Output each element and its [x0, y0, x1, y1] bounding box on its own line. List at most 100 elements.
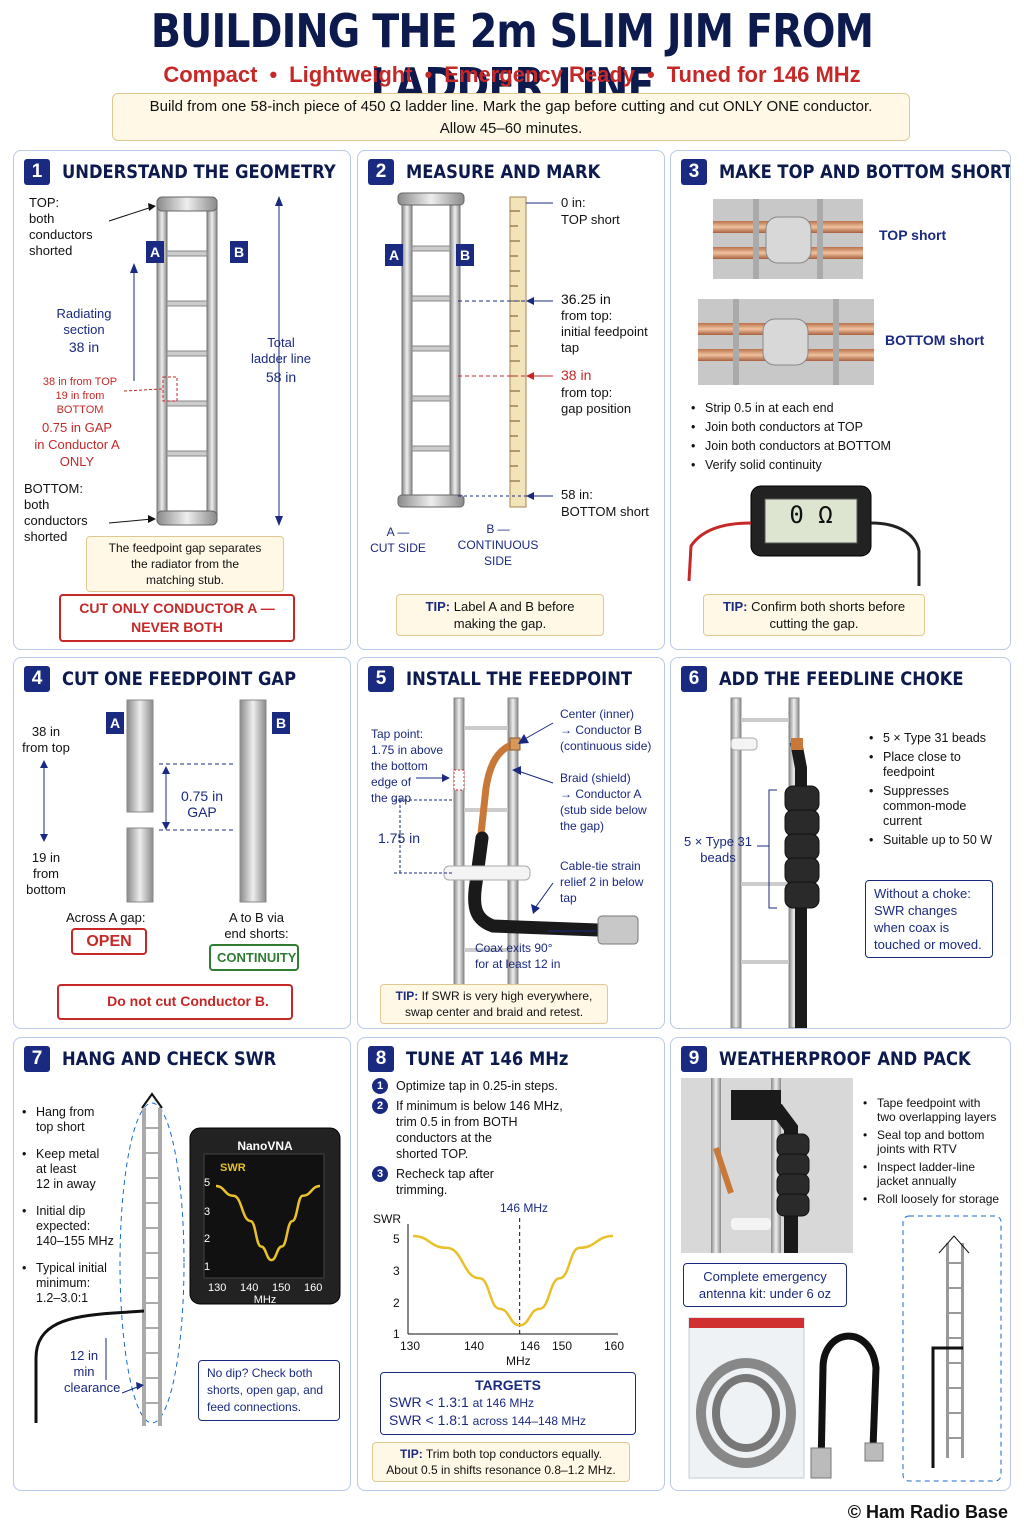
- vna-swr-label: SWR: [220, 1162, 246, 1174]
- vna-xaxis-label: MHz: [253, 1294, 277, 1306]
- panel-title: UNDERSTAND THE GEOMETRY: [62, 161, 336, 183]
- step-number: 8: [368, 1046, 394, 1072]
- radiating-label: Radiating section: [56, 306, 112, 337]
- panel-title: TUNE AT 146 MHz: [406, 1048, 569, 1070]
- center-note: Center (inner) → Conductor B (continuous…: [560, 707, 652, 753]
- conductor-b-label: B: [272, 712, 290, 734]
- vna-ytick: 2: [204, 1233, 211, 1245]
- total-length: 58 in: [265, 369, 297, 385]
- chart-xtick: 160: [604, 1339, 625, 1353]
- gap-label: 0.75 in GAP in Conductor A ONLY: [34, 420, 120, 469]
- step-number: 4: [24, 666, 50, 692]
- conductor-b-label: B: [456, 244, 474, 266]
- mark-1-label: 36.25 in: [561, 291, 611, 307]
- conductor-a-label: A: [106, 712, 124, 734]
- panel-title: MAKE TOP AND BOTTOM SHORTS: [719, 161, 1011, 183]
- swr-check-steps: Hang from top shortKeep metal at least 1…: [22, 1090, 114, 1325]
- via-shorts-label: A to B via end shorts:: [224, 910, 289, 941]
- marker-146-label: 146 MHz: [500, 1201, 549, 1215]
- mark-3-label: 58 in:: [561, 487, 593, 502]
- swr-check-diagram: [34, 1092, 341, 1426]
- vna-xtick: 160: [304, 1282, 323, 1294]
- copyright: © Ham Radio Base: [847, 1502, 1008, 1522]
- chart-ytick: 1: [393, 1327, 400, 1341]
- choke-diagram: [730, 697, 820, 1028]
- page-title: BUILDING THE 2m SLIM JIM FROM LADDER LIN…: [150, 4, 874, 112]
- mark-1-desc: from top: initial feedpoint tap: [561, 308, 648, 355]
- mark-0-desc: TOP short: [561, 212, 620, 227]
- gap-position: 38 in from TOP 19 in from BOTTOM: [42, 376, 118, 416]
- mark-2-desc: from top: gap position: [561, 385, 632, 416]
- coax-exit-note: Coax exits 90° for at least 12 in: [475, 941, 561, 971]
- bottom-label: BOTTOM: both conductors shorted: [24, 481, 88, 544]
- panel-choke: 6 ADD THE FEEDLINE CHOKE 5 × Type 31 bead…: [670, 657, 1011, 1029]
- chart-xtick: 146: [520, 1339, 541, 1353]
- conductor-a-label: A: [146, 241, 164, 263]
- panel-title: WEATHERPROOF AND PACK: [719, 1048, 971, 1070]
- vna-xtick: 140: [240, 1282, 259, 1294]
- vna-ytick: 3: [204, 1206, 211, 1218]
- step-number: 9: [681, 1046, 707, 1072]
- panel-title: ADD THE FEEDLINE CHOKE: [719, 668, 964, 690]
- chart-xtick: 150: [552, 1339, 573, 1353]
- measure-diagram: [397, 192, 553, 508]
- trim-tip: TIP: Trim both top conductors equally. A…: [372, 1442, 630, 1482]
- vna-xtick: 150: [272, 1282, 291, 1294]
- step-number: 6: [681, 666, 707, 692]
- nanovna-label: NanoVNA: [237, 1139, 293, 1153]
- shorts-steps: Strip 0.5 in at each endJoin both conduc…: [691, 401, 891, 477]
- a-cut-side: A — CUT SIDE: [370, 525, 426, 555]
- intro-box: Build from one 58-inch piece of 450 Ω la…: [112, 93, 910, 141]
- step-number: 2: [368, 159, 394, 185]
- panel-title: MEASURE AND MARK: [406, 161, 601, 183]
- conductor-b-label: B: [230, 241, 248, 263]
- chart-ytick: 3: [393, 1264, 400, 1278]
- tune-chart: [407, 1218, 618, 1335]
- weatherproof-steps: Tape feedpoint with two overlapping laye…: [863, 1082, 999, 1224]
- mark-3-desc: BOTTOM short: [561, 504, 649, 519]
- panel-weatherproof: 9 WEATHERPROOF AND PACK Tape feedpoint wi…: [670, 1037, 1011, 1491]
- clearance-label: 12 in min clearance: [64, 1348, 121, 1395]
- across-gap-label: Across A gap:: [66, 910, 146, 925]
- gap-diagram: [40, 699, 267, 1013]
- tap-distance: 1.75 in: [378, 830, 421, 846]
- chart-ytick: 5: [393, 1232, 400, 1246]
- b-continuous-side: B — CONTINUOUS SIDE: [457, 522, 539, 568]
- continuity-result: CONTINUITY: [209, 944, 299, 971]
- no-dip-note: No dip? Check both shorts, open gap, and…: [198, 1360, 340, 1421]
- panel-geometry: 1 UNDERSTAND THE GEOMETRY TOP: both condu…: [13, 150, 351, 650]
- shorts-tip: TIP: Confirm both shorts before cutting …: [703, 594, 925, 636]
- gap-warning: Do not cut Conductor B.: [57, 984, 293, 1020]
- mark-0-label: 0 in:: [561, 195, 586, 210]
- radiating-length: 38 in: [68, 339, 100, 355]
- strain-relief-note: Cable-tie strain relief 2 in below tap: [560, 859, 644, 905]
- choke-notes: 5 × Type 31 beadsPlace close to feedpoin…: [869, 716, 992, 867]
- gap-from-top: 38 in from top: [22, 724, 70, 755]
- tune-swr-curve: [412, 1234, 614, 1327]
- total-label: Total ladder line: [251, 335, 311, 366]
- conductor-a-label: A: [385, 244, 403, 266]
- step-number: 1: [24, 159, 50, 185]
- bottom-short-label: BOTTOM short: [885, 332, 985, 348]
- vna-ytick: 5: [204, 1177, 211, 1189]
- mark-2-label: 38 in: [561, 367, 592, 383]
- feedpoint-tip: TIP: If SWR is very high everywhere, swa…: [380, 984, 608, 1024]
- chart-xtick: 140: [464, 1339, 485, 1353]
- panel-title: INSTALL THE FEEDPOINT: [406, 668, 633, 690]
- gap-size: 0.75 in GAP: [180, 788, 224, 820]
- chart-xtick: 130: [400, 1339, 421, 1353]
- top-short-label: TOP short: [879, 227, 947, 243]
- ladder-diagram: [108, 196, 283, 526]
- beads-label: 5 × Type 31 beads: [683, 834, 753, 865]
- braid-note: Braid (shield) → Conductor A (stub side …: [560, 771, 647, 833]
- top-label: TOP: both conductors shorted: [29, 195, 93, 258]
- chart-xlabel: MHz: [506, 1354, 531, 1368]
- vna-xtick: 130: [208, 1282, 227, 1294]
- chart-ylabel: SWR: [373, 1212, 401, 1226]
